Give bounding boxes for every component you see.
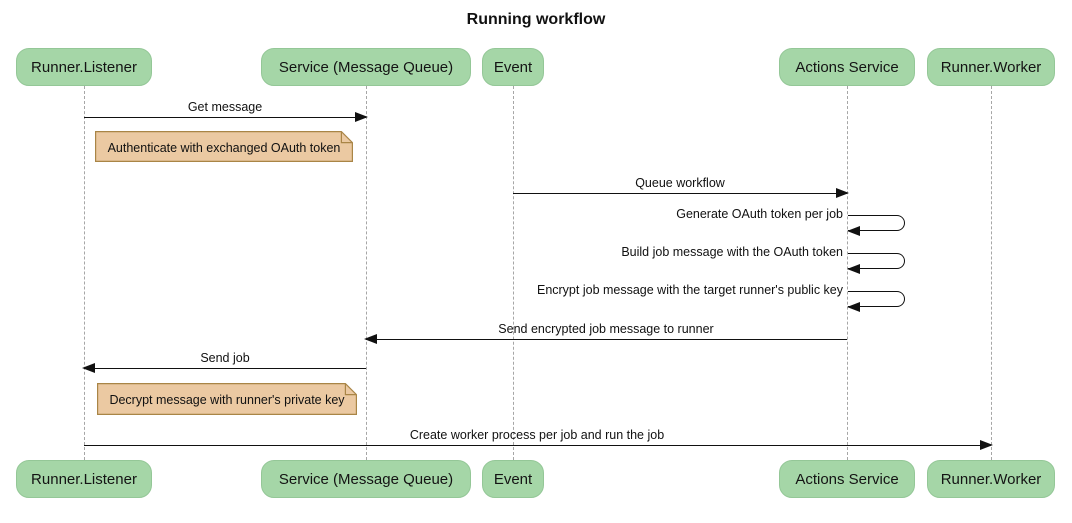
actor-bottom-service-message-queue: Service (Message Queue) [261, 460, 471, 498]
actor-top-service-message-queue: Service (Message Queue) [261, 48, 471, 86]
message-label-send-encrypted-job: Send encrypted job message to runner [498, 322, 714, 336]
lifeline-event [513, 86, 514, 460]
arrow-queue-workflow [513, 188, 849, 198]
arrow-send-job [82, 363, 366, 373]
actor-bottom-event: Event [482, 460, 544, 498]
lifeline-runner-worker [991, 86, 992, 460]
note-shape [97, 383, 357, 415]
note-decrypt-message: Decrypt message with runner's private ke… [97, 383, 357, 415]
note-shape [95, 131, 353, 162]
message-label-get-message: Get message [187, 100, 263, 114]
message-label-queue-workflow: Queue workflow [635, 176, 725, 190]
message-label-build-job-message: Build job message with the OAuth token [621, 245, 843, 259]
actor-top-runner-listener: Runner.Listener [16, 48, 152, 86]
diagram-title: Running workflow [466, 11, 606, 28]
self-arrow-generate-oauth-token [847, 215, 905, 236]
actor-bottom-actions-service: Actions Service [779, 460, 915, 498]
arrow-get-message [84, 112, 368, 122]
lifeline-service-message-queue [366, 86, 367, 460]
note-text: Decrypt message with runner's private ke… [109, 393, 345, 407]
note-text: Authenticate with exchanged OAuth token [107, 140, 341, 155]
arrow-send-encrypted-job [364, 334, 847, 344]
actor-top-runner-worker: Runner.Worker [927, 48, 1055, 86]
message-label-encrypt-job-message: Encrypt job message with the target runn… [536, 283, 843, 297]
self-arrow-encrypt-job-message [847, 291, 905, 312]
lifeline-runner-listener [84, 86, 85, 460]
actor-bottom-runner-listener: Runner.Listener [16, 460, 152, 498]
note-authenticate-oauth: Authenticate with exchanged OAuth token [95, 131, 353, 162]
self-arrow-build-job-message [847, 253, 905, 274]
arrow-create-worker-process [84, 440, 993, 450]
actor-top-event: Event [482, 48, 544, 86]
actor-bottom-runner-worker: Runner.Worker [927, 460, 1055, 498]
actor-top-actions-service: Actions Service [779, 48, 915, 86]
message-label-generate-oauth-token: Generate OAuth token per job [676, 207, 843, 221]
message-label-create-worker-process: Create worker process per job and run th… [409, 428, 665, 442]
message-label-send-job: Send job [200, 351, 250, 365]
